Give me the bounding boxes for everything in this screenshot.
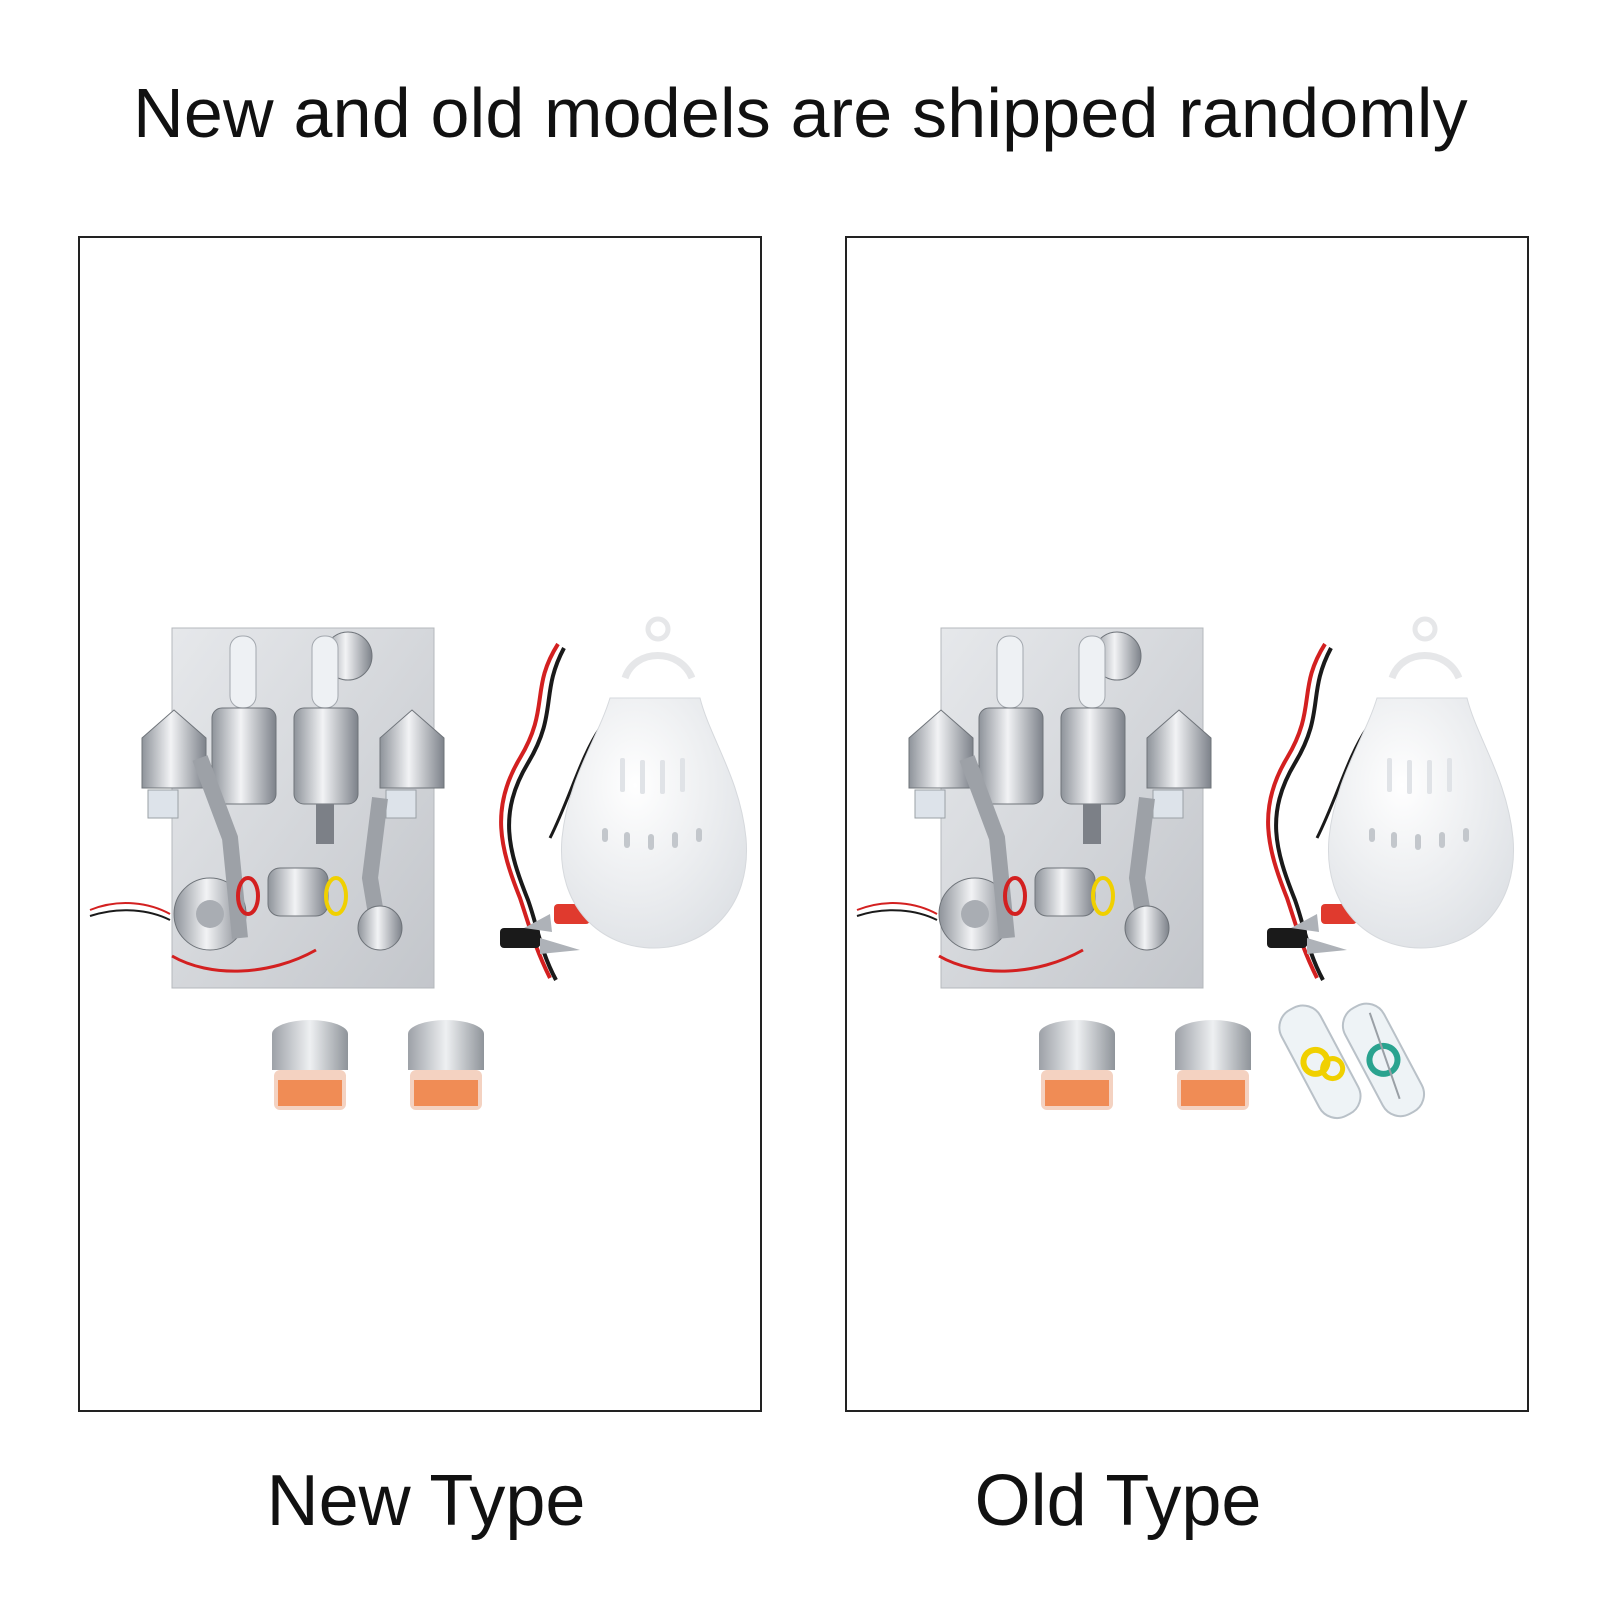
bulb-wire-with-clips [1266,642,1369,981]
old-type-product-illustration [856,616,1515,1120]
cylinder-center-left [211,635,277,805]
cylinder-center-right [1060,635,1126,844]
old-type-caption: Old Type [974,1461,1262,1541]
old-type-panel [845,236,1529,1412]
led-bulb [560,616,748,949]
stirling-engine [856,627,1212,989]
alligator-clip-black [1267,928,1347,954]
cylinder-right [1146,709,1212,819]
fuel-jar-1 [1039,1020,1115,1110]
flywheel-right [357,905,403,951]
alligator-clip-black [500,928,580,954]
new-type-panel [78,236,762,1412]
generator-motor [1034,867,1096,917]
spare-parts-tubes [1278,1002,1426,1120]
cylinder-center-right [293,635,359,844]
new-type-product-illustration [89,616,748,1110]
fuel-jar-2 [408,1020,484,1110]
flywheel-right [1124,905,1170,951]
headline: New and old models are shipped randomly [133,74,1468,152]
fuel-jar-2 [1175,1020,1251,1110]
stirling-engine [89,627,445,989]
fuel-jar-1 [272,1020,348,1110]
cylinder-center-left [978,635,1044,805]
new-type-caption: New Type [266,1461,586,1541]
generator-motor [267,867,329,917]
led-bulb [1327,616,1515,949]
cylinder-left [908,709,974,819]
cylinder-right [379,709,445,819]
